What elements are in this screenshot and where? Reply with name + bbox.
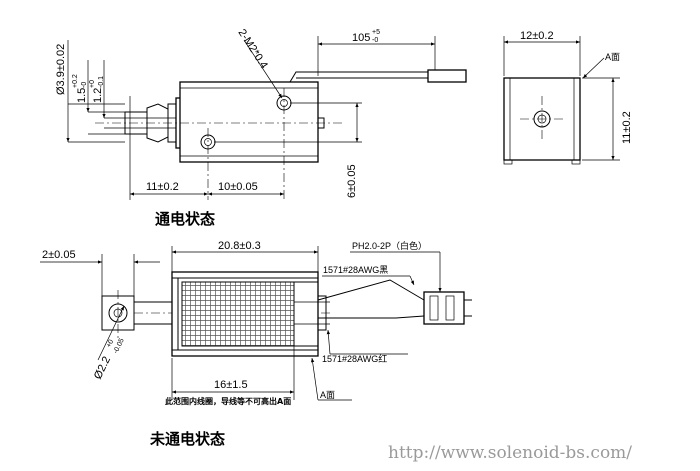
dim-wire-length: 105: [352, 32, 370, 44]
face-label-bottom: A面: [320, 390, 335, 400]
svg-text:-0.1: -0.1: [98, 76, 105, 88]
dim-stroke: 16±1.5: [214, 379, 248, 391]
dim-len-10: 10±0.05: [218, 181, 258, 193]
wire-black: [317, 279, 425, 301]
wire-red-label: 1571#28AWG红: [322, 353, 387, 364]
svg-text:+0.2: +0.2: [72, 74, 79, 88]
wire-tip: [427, 69, 467, 83]
thread-label: 2-M2*0.4: [235, 27, 269, 71]
svg-text:-0: -0: [372, 37, 378, 44]
svg-text:+0: +0: [89, 80, 96, 88]
watermark: http://www.solenoid-bs.com/: [388, 443, 632, 463]
top-view: 105 +5 -0 2-M2*0.4 Ø3.9±0.02 1.5 +0.2 -0…: [55, 27, 467, 228]
dim-hole-pitch: 6±0.05: [346, 164, 358, 198]
wire-red: [318, 315, 425, 319]
dim-b: 1.2: [92, 88, 104, 103]
dim-width: 12±0.2: [520, 30, 554, 42]
face-label-side: A面: [605, 52, 620, 62]
dim-shaft-dia: Ø3.9±0.02: [55, 44, 67, 95]
dim-hole-dia: Ø2.2: [92, 355, 113, 382]
wire-black-label: 1571#28AWG黑: [323, 265, 388, 275]
bottom-view: 2±0.05 20.8±0.3 PH2.0-2P（白色） 1571#28AWG黑…: [40, 240, 472, 448]
caption-energized: 通电状态: [155, 210, 215, 228]
side-view: 12±0.2 11±0.2 A面: [503, 30, 633, 165]
note-text: 此范围内线圈，导线等不可高出A面: [165, 396, 291, 406]
svg-text:+0: +0: [106, 339, 116, 349]
lead-wire: [289, 71, 435, 83]
caption-deenergized: 未通电状态: [149, 430, 225, 448]
coil-winding: [181, 281, 295, 347]
svg-text:-0.05: -0.05: [113, 337, 126, 355]
solenoid-body: [179, 81, 319, 163]
connector-label: PH2.0-2P（白色）: [352, 240, 427, 251]
dim-length: 20.8±0.3: [218, 240, 261, 252]
svg-text:+5: +5: [372, 29, 380, 36]
dim-2: 2±0.05: [42, 249, 76, 261]
dim-len-11: 11±0.2: [146, 181, 179, 193]
connector: [423, 291, 472, 325]
dim-height: 11±0.2: [621, 111, 633, 144]
dim-a: 1.5: [76, 88, 88, 103]
svg-text:-0: -0: [81, 82, 88, 88]
